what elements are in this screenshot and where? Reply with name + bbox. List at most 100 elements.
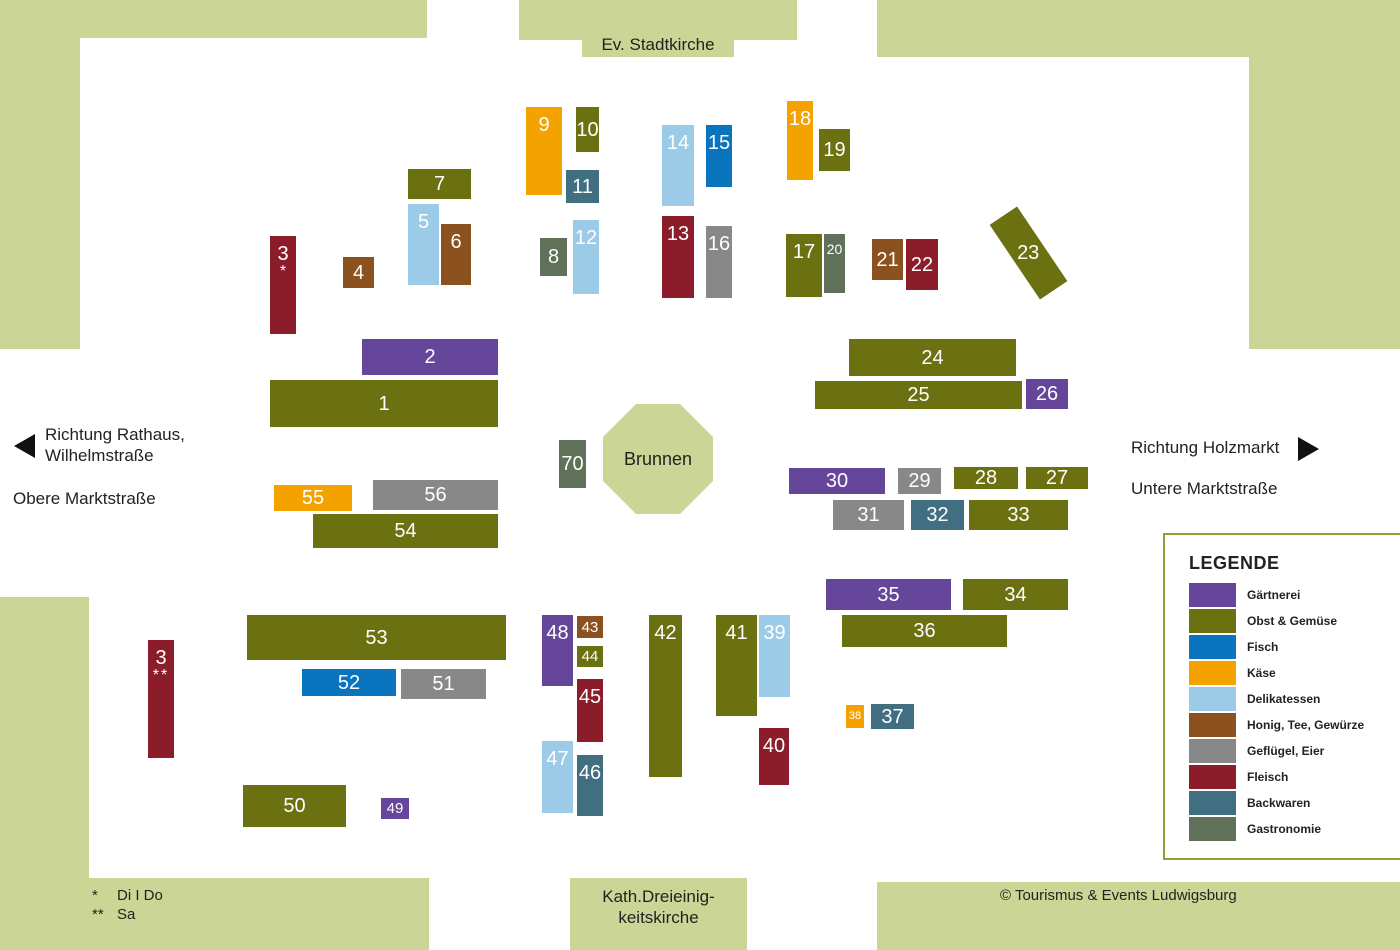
building-southeast <box>877 882 1400 950</box>
legend: LEGENDE Gärtnerei Obst & Gemüse Fisch Kä… <box>1163 533 1400 860</box>
arrow-right-icon <box>1298 437 1319 461</box>
stall-3-north-number: 3 <box>277 243 289 265</box>
stall-29-number: 29 <box>908 470 931 492</box>
stall-56-number: 56 <box>424 484 447 506</box>
stall-45[interactable]: 45 <box>577 679 603 742</box>
stall-14-number: 14 <box>666 132 690 154</box>
stall-51[interactable]: 51 <box>401 669 486 699</box>
stall-14[interactable]: 14 <box>662 125 694 206</box>
stall-7[interactable]: 7 <box>408 169 471 199</box>
stall-35-number: 35 <box>877 583 900 606</box>
stall-52[interactable]: 52 <box>302 669 396 696</box>
stall-1-number: 1 <box>378 392 390 415</box>
stall-52-number: 52 <box>337 671 361 694</box>
stall-27[interactable]: 27 <box>1026 467 1088 489</box>
stall-3-north[interactable]: 3 * <box>270 236 296 334</box>
stall-39[interactable]: 39 <box>759 615 790 697</box>
stall-25-number: 25 <box>907 384 930 406</box>
stall-33[interactable]: 33 <box>969 500 1068 530</box>
building-north-left <box>0 0 427 38</box>
stall-8[interactable]: 8 <box>540 238 567 276</box>
stall-32[interactable]: 32 <box>911 500 964 530</box>
legend-item: Geflügel, Eier <box>1189 739 1324 763</box>
stall-54[interactable]: 54 <box>313 514 498 548</box>
stall-37[interactable]: 37 <box>871 704 914 729</box>
stall-2-number: 2 <box>424 346 436 368</box>
legend-swatch <box>1189 791 1236 815</box>
stall-13[interactable]: 13 <box>662 216 694 298</box>
stall-44-number: 44 <box>581 648 599 665</box>
stall-19[interactable]: 19 <box>819 129 850 171</box>
stall-47[interactable]: 47 <box>542 741 573 813</box>
stall-51-number: 51 <box>432 673 455 695</box>
stall-22[interactable]: 22 <box>906 239 938 290</box>
stall-56[interactable]: 56 <box>373 480 498 510</box>
stall-17[interactable]: 17 <box>786 234 822 297</box>
stall-29[interactable]: 29 <box>898 468 941 494</box>
stall-20[interactable]: 20 <box>824 234 845 293</box>
stall-28-number: 28 <box>974 467 998 489</box>
stall-3-south[interactable]: 3 ** <box>148 640 174 758</box>
stall-24[interactable]: 24 <box>849 339 1016 376</box>
legend-label: Käse <box>1247 666 1276 680</box>
stall-15[interactable]: 15 <box>706 125 732 187</box>
stall-21[interactable]: 21 <box>872 239 903 280</box>
stall-6[interactable]: 6 <box>441 224 471 285</box>
stall-10[interactable]: 10 <box>576 107 599 152</box>
stall-36-number: 36 <box>913 620 936 642</box>
stall-28[interactable]: 28 <box>954 467 1018 489</box>
stall-16[interactable]: 16 <box>706 226 732 298</box>
stall-25[interactable]: 25 <box>815 381 1022 409</box>
stall-17-number: 17 <box>792 241 816 263</box>
building-east-upper <box>1249 0 1400 349</box>
stall-38[interactable]: 38 <box>846 705 864 728</box>
stall-11[interactable]: 11 <box>566 170 599 203</box>
stall-70[interactable]: 70 <box>559 440 586 488</box>
stall-1[interactable]: 1 <box>270 380 498 427</box>
stall-55[interactable]: 55 <box>274 485 352 511</box>
stall-35[interactable]: 35 <box>826 579 951 610</box>
stall-4[interactable]: 4 <box>343 257 374 288</box>
stall-3-south-mark: ** <box>152 667 170 684</box>
stall-44[interactable]: 44 <box>577 646 603 667</box>
legend-label: Gärtnerei <box>1247 588 1301 602</box>
stall-27-number: 27 <box>1045 467 1069 489</box>
stall-26[interactable]: 26 <box>1026 379 1068 409</box>
legend-swatch <box>1189 661 1236 685</box>
stall-48[interactable]: 48 <box>542 615 573 686</box>
stall-30[interactable]: 30 <box>789 468 885 494</box>
stall-41[interactable]: 41 <box>716 615 757 716</box>
stall-34[interactable]: 34 <box>963 579 1068 610</box>
legend-item: Backwaren <box>1189 791 1310 815</box>
stall-42[interactable]: 42 <box>649 615 682 777</box>
stall-7-number: 7 <box>433 173 446 195</box>
stall-41-number: 41 <box>725 622 748 644</box>
stall-46[interactable]: 46 <box>577 755 603 816</box>
stall-18[interactable]: 18 <box>787 101 813 180</box>
stall-6-number: 6 <box>450 231 462 253</box>
stall-31[interactable]: 31 <box>833 500 904 530</box>
stall-36[interactable]: 36 <box>842 615 1007 647</box>
stall-39-number: 39 <box>763 622 786 644</box>
stall-49[interactable]: 49 <box>381 798 409 819</box>
legend-label: Geflügel, Eier <box>1247 744 1325 758</box>
stall-5[interactable]: 5 <box>408 204 439 285</box>
stall-23[interactable]: 23 <box>989 206 1068 300</box>
stall-2[interactable]: 2 <box>362 339 498 375</box>
stall-53[interactable]: 53 <box>247 615 506 660</box>
stall-24-number: 24 <box>921 346 944 369</box>
church-south-line-1: Kath.Dreieinig- <box>602 887 715 906</box>
stall-50[interactable]: 50 <box>243 785 346 827</box>
legend-swatch <box>1189 739 1236 763</box>
stall-12[interactable]: 12 <box>573 220 599 294</box>
fountain-label: Brunnen <box>623 448 693 469</box>
stall-43[interactable]: 43 <box>577 616 603 638</box>
stall-11-number: 11 <box>572 175 593 198</box>
legend-label: Honig, Tee, Gewürze <box>1247 718 1365 732</box>
legend-label: Fleisch <box>1247 770 1289 784</box>
stall-40[interactable]: 40 <box>759 728 789 785</box>
legend-swatch <box>1189 687 1236 711</box>
legend-item: Fleisch <box>1189 765 1288 789</box>
church-south: Kath.Dreieinig- keitskirche <box>570 878 747 950</box>
stall-9[interactable]: 9 <box>526 107 562 195</box>
